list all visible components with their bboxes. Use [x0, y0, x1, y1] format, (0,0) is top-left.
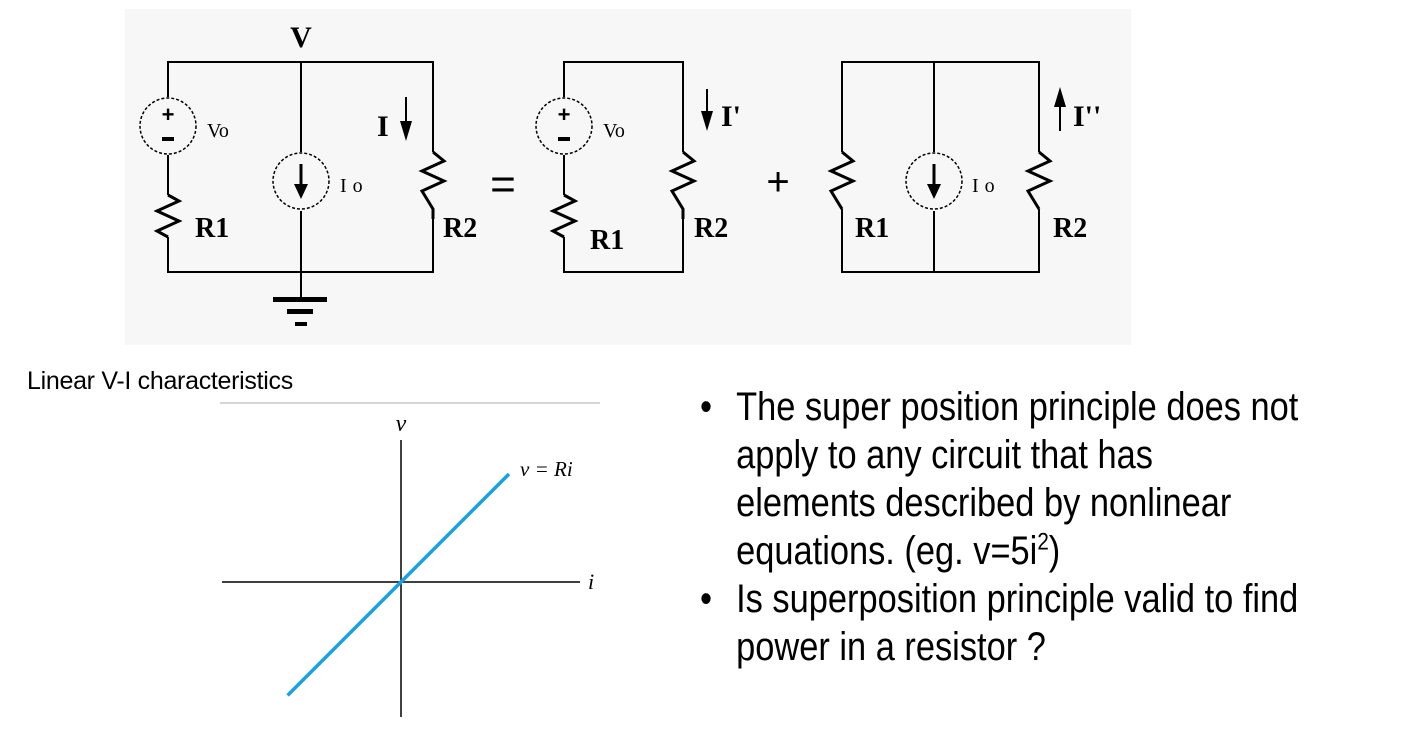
resistor-r1	[153, 193, 183, 239]
node-voltage-label: V	[290, 21, 312, 54]
wires	[167, 61, 434, 299]
ground-icon	[273, 297, 327, 326]
voltage-only-circuit: + Vo R1 R2 I'	[535, 61, 741, 273]
y-axis-label: v	[396, 411, 407, 437]
current-up-arrow-icon	[1054, 87, 1066, 131]
superposition-circuit: V + Vo R1	[139, 21, 1101, 326]
bullet-line: power in a resistor ?	[736, 625, 1046, 669]
resistor-r1	[549, 193, 579, 239]
current-source-io	[272, 152, 330, 210]
current-down-arrow-icon	[701, 89, 713, 131]
circuit-diagram-panel: V + Vo R1	[125, 9, 1131, 345]
bullet-line: apply to any circuit that has	[736, 433, 1153, 477]
wires	[841, 61, 1040, 273]
vi-characteristics-title: Linear V-I characteristics	[27, 367, 293, 395]
original-circuit: V + Vo R1	[139, 21, 477, 326]
r1-label: R1	[855, 213, 889, 244]
bullet-icon: •	[700, 577, 713, 621]
bullet-list: • The super position principle does not …	[700, 383, 1311, 671]
plus-sign: +	[162, 102, 175, 127]
resistor-r1	[827, 150, 857, 210]
bullet-item-nonlinear: • The super position principle does not …	[700, 383, 1311, 575]
resistor-r2	[418, 150, 448, 219]
io-label: Io	[340, 175, 369, 197]
current-i-double-prime-label: I''	[1073, 100, 1101, 133]
current-source-io	[905, 152, 963, 210]
r1-label: R1	[590, 225, 624, 256]
plus-operator: +	[766, 160, 789, 204]
current-down-arrow-icon	[400, 97, 412, 141]
bullet-item-power-question: • Is superposition principle valid to fi…	[700, 575, 1311, 671]
current-i-prime-label: I'	[721, 100, 741, 133]
resistor-r2	[668, 150, 698, 219]
bullet-line: elements described by nonlinear	[736, 481, 1232, 525]
superscript-exponent: 2	[1037, 528, 1049, 556]
voltage-source-vo: +	[535, 97, 593, 155]
voltage-source-vo: +	[139, 97, 197, 155]
bullet-line: The super position principle does not	[736, 385, 1299, 429]
io-label: Io	[972, 175, 1001, 197]
current-i-label: I	[377, 110, 389, 143]
plus-sign: +	[558, 102, 571, 127]
vi-characteristic-chart: v i v = Ri	[220, 402, 600, 717]
closing-paren: )	[1048, 529, 1061, 573]
bullet-line: Is superposition principle valid to find	[736, 577, 1299, 621]
wires	[563, 61, 684, 273]
x-axis-label: i	[588, 569, 594, 594]
series-layer	[286, 472, 511, 697]
vo-label: Vo	[603, 120, 625, 142]
series-line-0	[286, 472, 511, 697]
r1-label: R1	[195, 213, 229, 244]
minus-sign	[558, 137, 570, 141]
vo-label: Vo	[207, 120, 229, 142]
line-equation-label: v = Ri	[520, 457, 573, 481]
current-only-circuit: R1 Io R2 I''	[827, 61, 1101, 273]
r2-label: R2	[443, 213, 477, 244]
bullet-line: equations. (eg. v=5i	[736, 529, 1038, 573]
resistor-r2	[1024, 150, 1054, 210]
equals-sign: =	[490, 160, 516, 209]
bullet-icon: •	[700, 385, 713, 429]
r2-label: R2	[694, 213, 728, 244]
r2-label: R2	[1053, 213, 1087, 244]
minus-sign	[162, 137, 174, 141]
